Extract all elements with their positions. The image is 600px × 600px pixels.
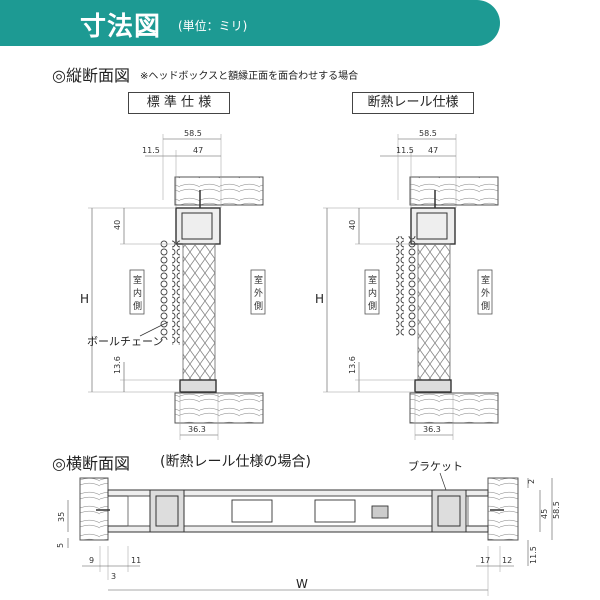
indoor-label-1: 室	[133, 274, 142, 286]
dim-right-45: 45	[540, 509, 549, 519]
ball-chain-right	[408, 236, 416, 336]
outdoor-label-2: 外	[254, 287, 263, 299]
sill-frame-wood	[409, 392, 499, 424]
indoor-label-2: 内	[368, 287, 377, 299]
outdoor-label-1: 室	[481, 274, 490, 286]
outdoor-label-1: 室	[254, 274, 263, 286]
dim-height: H	[80, 292, 89, 306]
dim-right-115: 11.5	[529, 546, 538, 564]
insulated-spec-label: 断熱レール仕様	[352, 92, 474, 114]
dim-right-585: 58.5	[552, 501, 561, 519]
dim-bottom-11: 11	[131, 556, 141, 565]
vertical-section-title: ◎縦断面図	[52, 66, 130, 85]
indoor-label-3: 側	[368, 300, 377, 312]
bottom-bar	[179, 379, 217, 393]
dim-base: 36.3	[423, 425, 441, 434]
dim-right: 47	[193, 146, 203, 155]
ball-chain-left	[396, 236, 404, 336]
dim-right-12: 12	[502, 556, 512, 565]
horizontal-section-title: ◎横断面図	[52, 454, 130, 473]
dim-head: 40	[113, 220, 122, 230]
ball-chain-right	[172, 240, 180, 345]
header-banner: 寸法図 (単位：ミリ)	[0, 0, 500, 46]
bracket-callout: ブラケット	[408, 459, 463, 473]
insulated-drawing: 58.5 11.5 47 H 40 13.6 36.3 室 内 側 室 外 側	[315, 129, 499, 440]
dim-left: 11.5	[396, 146, 414, 155]
ball-chain-callout: ボールチェーン	[87, 335, 163, 348]
dim-top-total: 58.5	[184, 129, 202, 138]
page-title: 寸法図	[80, 12, 162, 42]
dim-width: W	[296, 577, 308, 591]
indoor-label-2: 内	[133, 287, 142, 299]
standard-spec-label: 標 準 仕 様	[128, 92, 230, 114]
left-frame-wood	[79, 477, 109, 541]
head-box	[175, 207, 221, 245]
dim-right-2: 2	[527, 479, 536, 484]
dim-right-17: 17	[480, 556, 490, 565]
dim-bottom-9: 9	[89, 556, 94, 565]
dim-top-total: 58.5	[419, 129, 437, 138]
dim-base: 36.3	[188, 425, 206, 434]
horizontal-section-subtitle: (断熱レール仕様の場合)	[160, 454, 311, 470]
head-frame-wood	[409, 176, 499, 206]
head-box	[410, 207, 456, 245]
middle-part-1	[231, 499, 273, 523]
dim-head: 40	[348, 220, 357, 230]
dim-bottom: 13.6	[113, 356, 122, 374]
dim-left: 11.5	[142, 146, 160, 155]
sill-frame-wood	[174, 392, 264, 424]
middle-part-2	[314, 499, 356, 523]
dim-left-35: 35	[57, 512, 66, 522]
horizontal-drawing: ブラケット 35 5 9 3 11 W 17 12 2 45 58.5 11.5	[56, 459, 561, 596]
dim-left-5: 5	[56, 543, 65, 548]
outdoor-label-2: 外	[481, 287, 490, 299]
standard-drawing: 58.5 11.5 47 H 40 13.6 36.3 室 内 側 室 外 側 …	[80, 129, 266, 440]
unit-note: (単位：ミリ)	[178, 19, 248, 33]
dim-height: H	[315, 292, 324, 306]
outdoor-label-3: 側	[254, 300, 263, 312]
right-frame-wood	[487, 477, 519, 541]
head-frame-wood	[174, 176, 264, 206]
pleated-screen	[417, 243, 451, 381]
ball-chain-left	[160, 240, 168, 340]
indoor-label-1: 室	[368, 274, 377, 286]
vertical-section-note: ※ヘッドボックスと額縁正面を面合わせする場合	[140, 71, 359, 82]
dim-bottom-3: 3	[111, 572, 116, 581]
dim-bottom: 13.6	[348, 356, 357, 374]
bottom-bar	[414, 379, 452, 393]
pleated-screen	[182, 243, 216, 381]
dim-right: 47	[428, 146, 438, 155]
indoor-label-3: 側	[133, 300, 142, 312]
outdoor-label-3: 側	[481, 300, 490, 312]
